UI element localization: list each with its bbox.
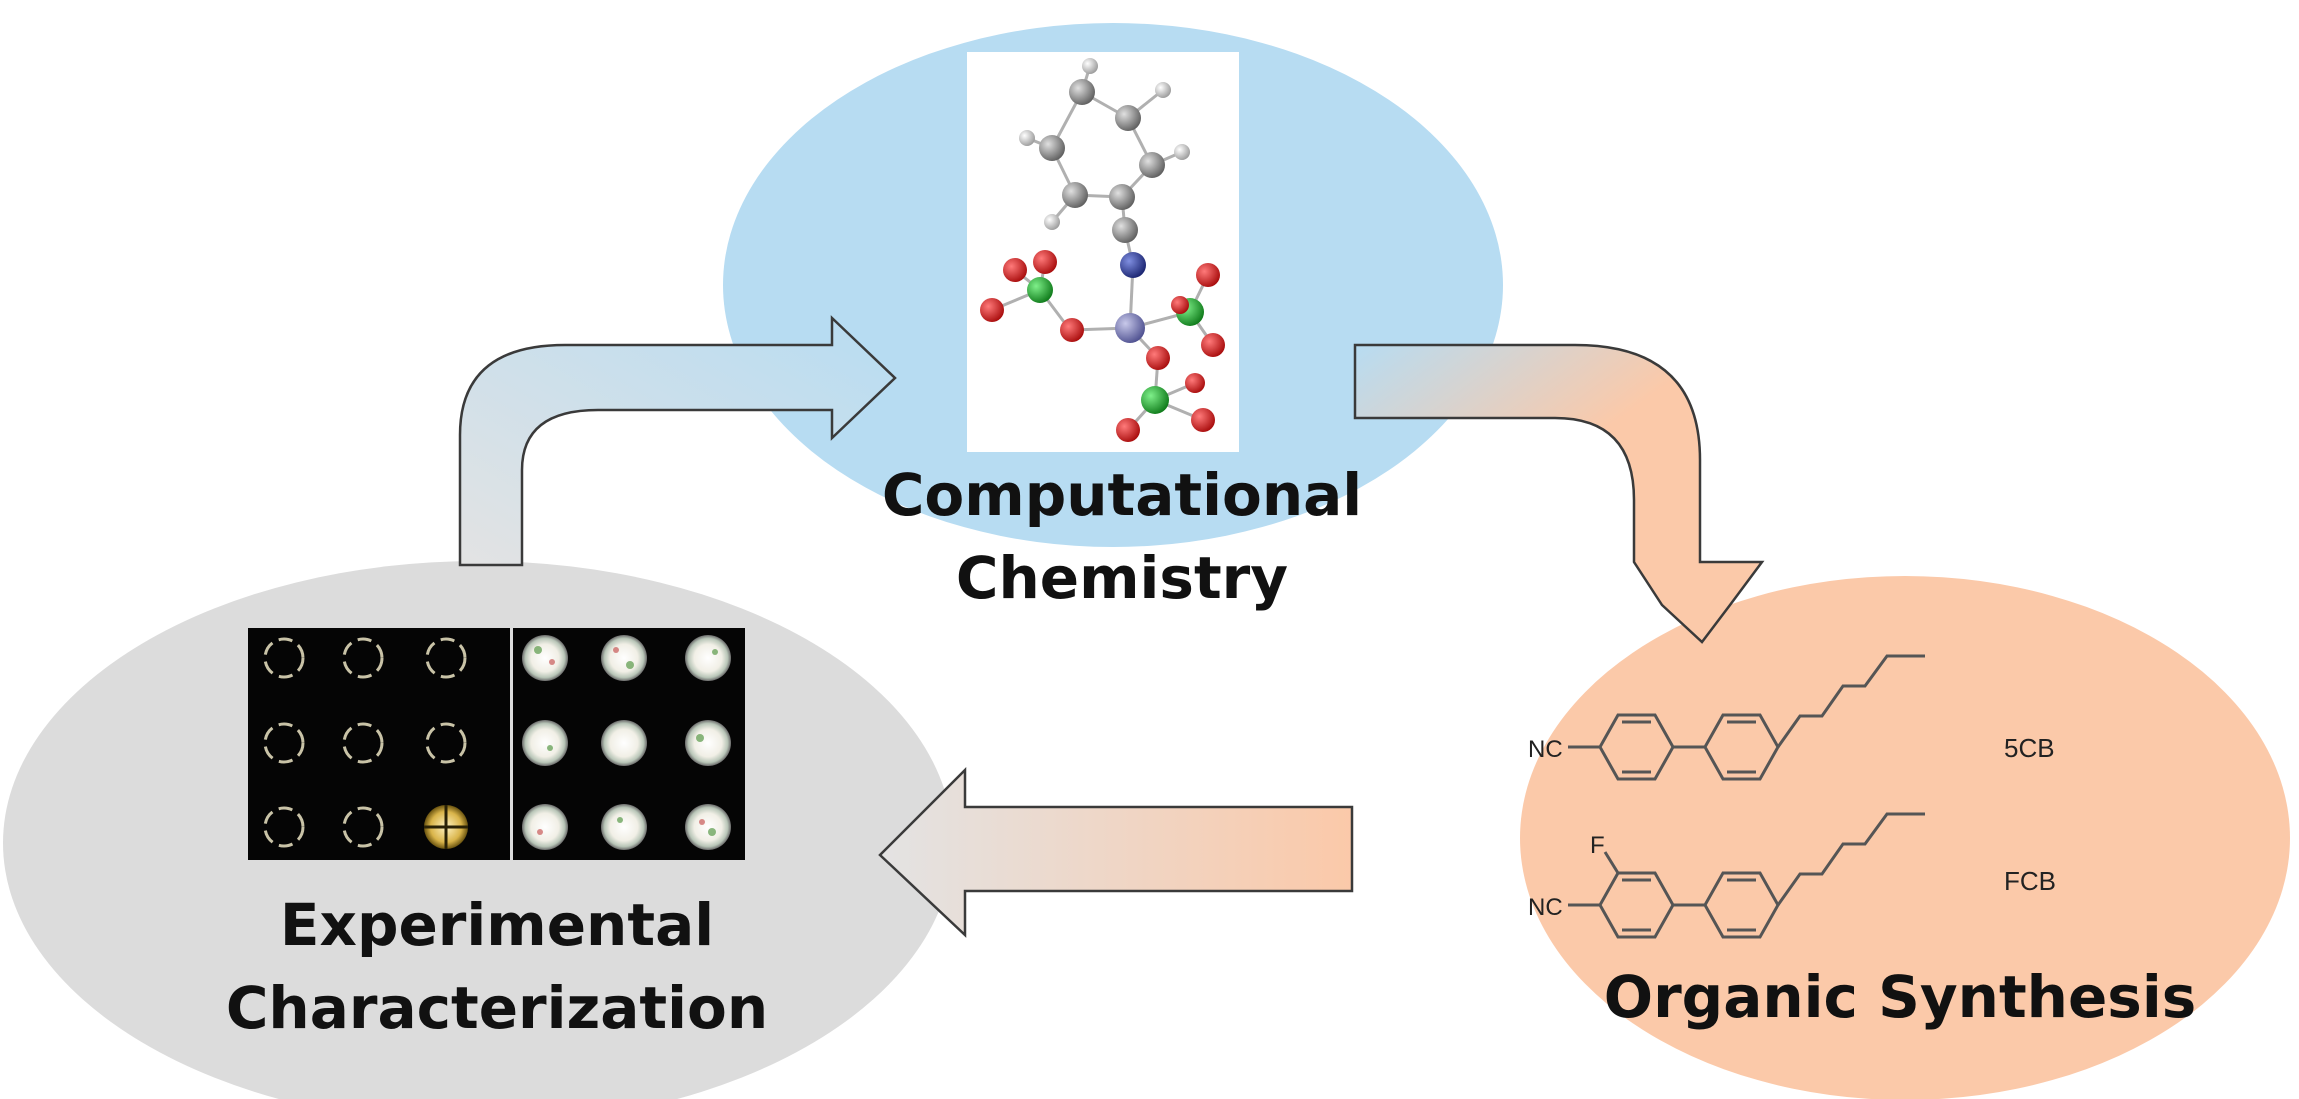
computational-chemistry-label-line2: Chemistry [956, 544, 1288, 612]
arrow-synthesis-to-experimental [878, 766, 1354, 938]
micrograph-bright-disks [513, 628, 745, 860]
compound-name-5cb: 5CB [2004, 733, 2055, 763]
nitrile-label-fcb: NC [1528, 894, 1563, 921]
compound-name-fcb: FCB [2004, 866, 2056, 896]
nitrile-label-5cb: NC [1528, 736, 1563, 763]
experimental-characterization-label-line2: Characterization [226, 974, 768, 1042]
structure-fcb: F NC FCB [1528, 812, 2056, 939]
arrow-computational-to-synthesis [1353, 343, 1765, 644]
organic-synthesis-node [1520, 576, 2290, 1099]
substituent-label-fcb: F [1590, 832, 1605, 859]
micrograph-rings [248, 628, 510, 860]
structure-5cb: NC 5CB [1528, 654, 2055, 781]
molecule-model-image [967, 52, 1239, 452]
arrow-experimental-to-computational [458, 315, 897, 567]
computational-chemistry-label-line1: Computational [882, 461, 1362, 529]
organic-synthesis-label: Organic Synthesis [1604, 963, 2196, 1031]
experimental-characterization-label-line1: Experimental [280, 891, 714, 959]
